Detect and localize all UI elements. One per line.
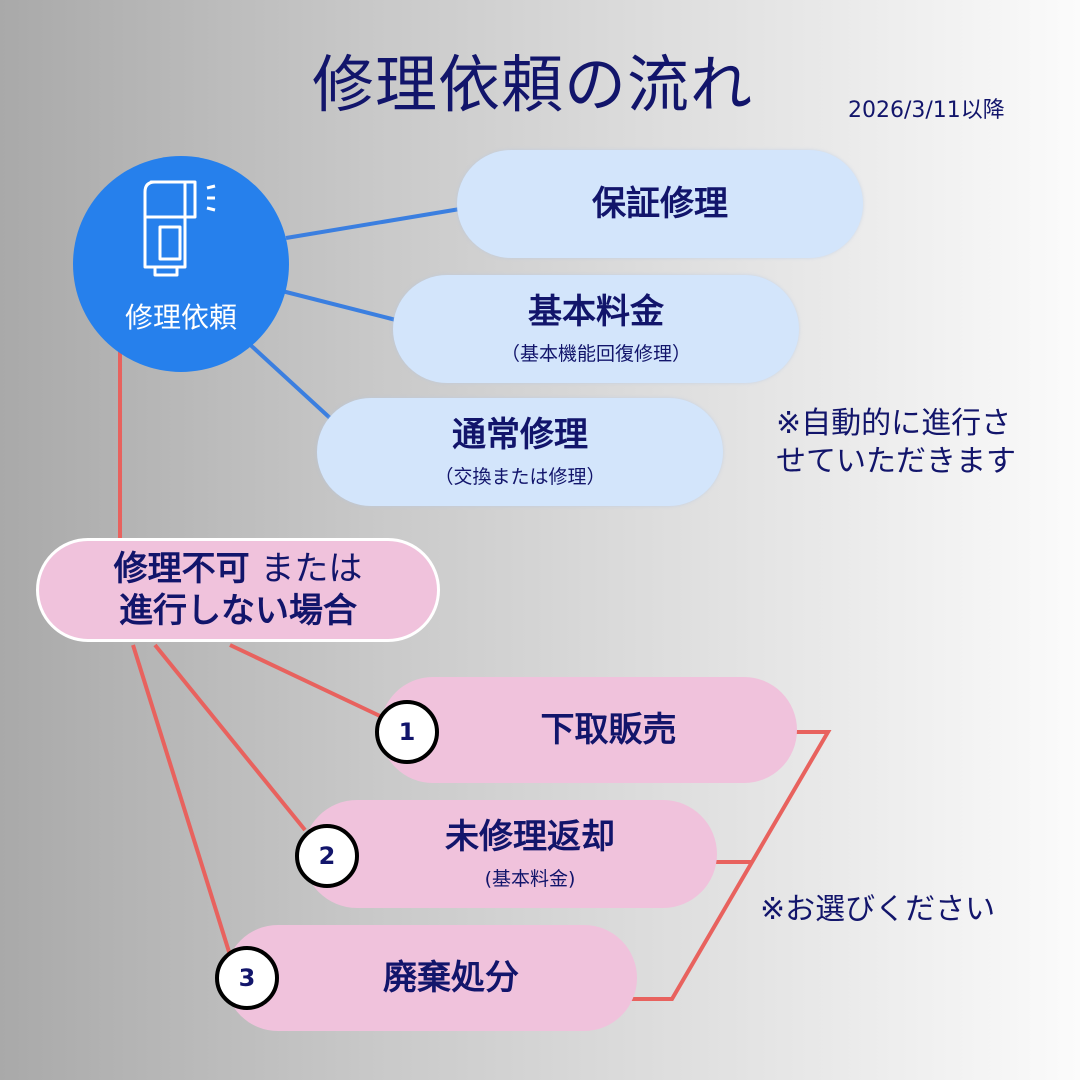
- choice-number-badge: 3: [215, 946, 279, 1010]
- auto-note-line2: せていただきます: [776, 443, 1016, 479]
- option-label: 通常修理: [452, 415, 588, 456]
- choice-trade-in: 下取販売: [380, 677, 797, 783]
- choose-note: ※お選びください: [760, 892, 996, 927]
- choice-return-unrepaired: 未修理返却 (基本料金): [303, 800, 717, 908]
- fail-bold: 修理不可: [113, 548, 250, 589]
- unrepairable-case: 修理不可 または 進行しない場合: [36, 538, 440, 642]
- connector-fail-opt3: [131, 644, 232, 956]
- connector-fail-opt1: [229, 643, 381, 718]
- option-sublabel: （基本機能回復修理）: [500, 342, 691, 365]
- option-warranty-repair: 保証修理: [457, 150, 863, 258]
- choice-label: 下取販売: [540, 709, 677, 750]
- fail-line1: 修理不可 または: [114, 548, 363, 591]
- choice-sublabel: (基本料金): [484, 867, 576, 890]
- option-normal-repair: 通常修理 （交換または修理）: [317, 398, 723, 506]
- hub-label: 修理依頼: [124, 301, 237, 334]
- choice-number-badge: 2: [295, 824, 359, 888]
- option-label: 保証修理: [592, 183, 728, 224]
- connector-hub-normal: [243, 338, 332, 420]
- choice-disposal: 廃棄処分: [225, 925, 637, 1031]
- auto-note-line1: ※自動的に進行さ: [776, 406, 1012, 441]
- auto-proceed-note: ※自動的に進行さ せていただきます: [776, 405, 1046, 480]
- connector-hub-basic: [281, 289, 397, 322]
- option-label: 基本料金: [528, 292, 664, 333]
- repair-request-hub: [73, 156, 289, 372]
- page-title: 修理依頼の流れ: [312, 48, 754, 121]
- effective-date: 2026/3/11以降: [848, 98, 1005, 123]
- connector-hub-warranty: [285, 207, 461, 240]
- fail-line2: 進行しない場合: [119, 590, 357, 633]
- option-basic-fee: 基本料金 （基本機能回復修理）: [393, 275, 799, 383]
- hair-dryer-icon: [143, 180, 216, 277]
- choice-label: 廃棄処分: [383, 957, 519, 998]
- connector-fail-opt2: [153, 643, 307, 832]
- fail-line2-text: 進行しない場合: [119, 591, 357, 631]
- fail-normal: または: [249, 548, 363, 589]
- choice-label: 未修理返却: [445, 817, 615, 858]
- choice-number-badge: 1: [375, 700, 439, 764]
- option-sublabel: （交換または修理）: [434, 465, 606, 488]
- bracket-choices: [627, 730, 832, 1001]
